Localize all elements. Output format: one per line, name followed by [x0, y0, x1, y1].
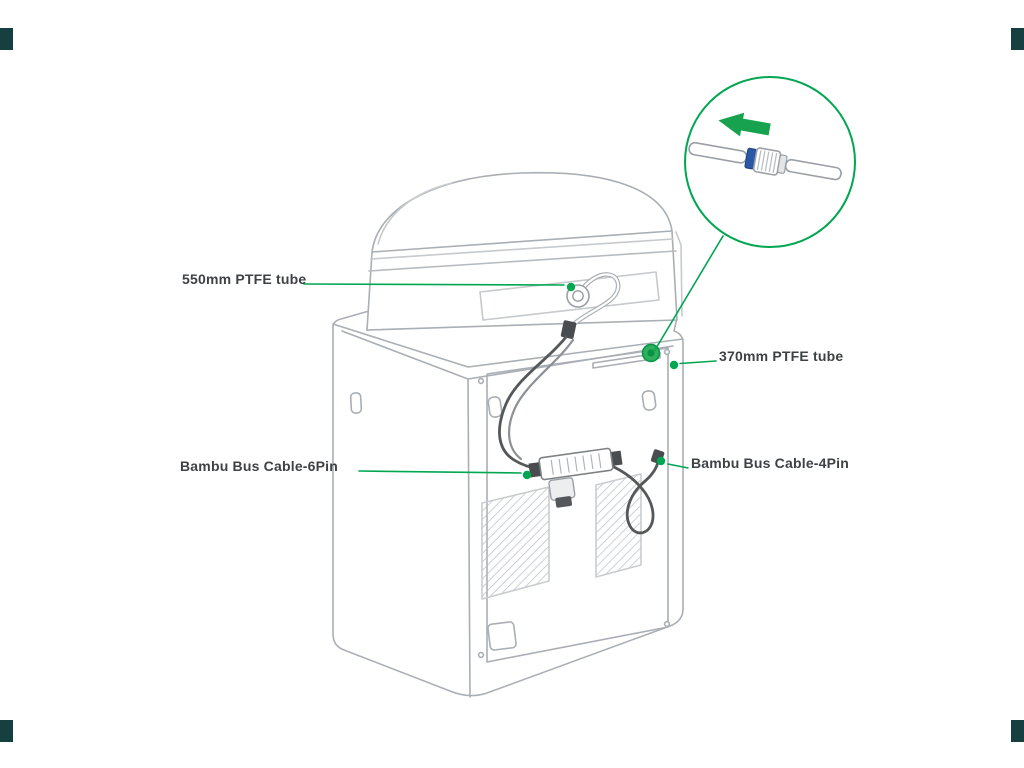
connection-dot-550: [566, 282, 576, 292]
connection-dot-370: [669, 360, 679, 370]
bus-cable-4pin-wire: [612, 460, 660, 535]
handle-cutout: [487, 396, 503, 418]
nameplate: [487, 621, 517, 651]
corner-mark: [0, 720, 13, 742]
corner-mark: [1011, 720, 1024, 742]
vent-grille: [481, 486, 550, 600]
screw-icon: [477, 651, 485, 659]
leader-370: [679, 360, 717, 365]
zoom-inset: [684, 76, 856, 248]
annotations: [303, 235, 724, 480]
connection-dot-4pin: [656, 456, 666, 466]
label-550mm-ptfe-tube: 550mm PTFE tube: [182, 271, 307, 287]
ptfe-connector-detail: [688, 112, 842, 181]
handle-cutout: [641, 390, 657, 411]
printer-corner-edge: [467, 378, 471, 698]
handle-cutout: [349, 392, 363, 414]
ams-unit: [366, 171, 683, 331]
label-bambu-bus-cable-6pin: Bambu Bus Cable-6Pin: [180, 458, 339, 474]
printer-top-rim: [332, 323, 684, 368]
leader-4pin: [667, 463, 689, 469]
bus-cable-6pin-wire: [498, 335, 568, 471]
corner-mark: [1011, 28, 1024, 50]
ams-outline: [366, 171, 678, 331]
tube-coupler-inner: [572, 290, 584, 302]
ptfe-tube-370-wire: [507, 338, 575, 461]
ams-side-face: [675, 231, 683, 317]
leader-550: [303, 283, 565, 286]
leader-inset: [654, 235, 724, 351]
screw-icon: [663, 348, 671, 356]
printer-body: [332, 310, 684, 698]
hub-strain-relief: [548, 477, 576, 508]
green-tube-port-center: [647, 349, 655, 357]
label-370mm-ptfe-tube: 370mm PTFE tube: [719, 348, 844, 364]
screw-icon: [477, 377, 485, 385]
ams-dome-arc: [377, 182, 453, 245]
ams-dome-base-line: [371, 230, 673, 253]
insert-arrow-icon: [718, 112, 771, 137]
screw-icon: [663, 620, 671, 628]
elbow-fitting: [560, 320, 577, 339]
corner-mark: [0, 28, 13, 50]
ams-dome-base-line2: [370, 238, 674, 260]
tube-and-cables: [498, 272, 665, 535]
connection-dot-6pin: [522, 470, 532, 480]
vent-grille: [595, 473, 642, 578]
ams-lid-seam: [368, 250, 677, 272]
label-bambu-bus-cable-4pin: Bambu Bus Cable-4Pin: [691, 455, 850, 471]
leader-6pin: [358, 470, 522, 474]
hub-board: [528, 447, 623, 481]
ptfe-tube-550-core: [572, 273, 620, 326]
panel-top-slot: [592, 352, 661, 369]
